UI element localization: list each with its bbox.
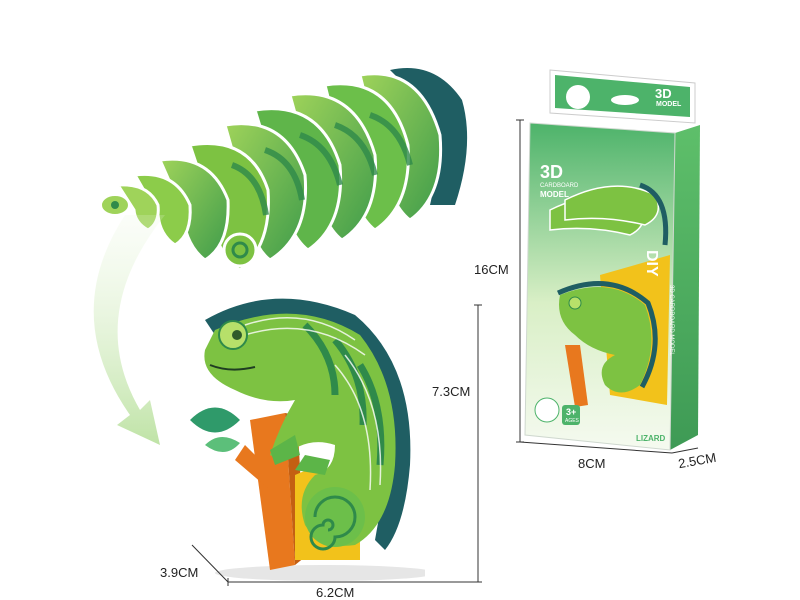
lizard-label: LIZARD	[636, 434, 666, 443]
model-height-label: 7.3CM	[432, 384, 471, 399]
box-height-label: 16CM	[474, 262, 509, 277]
age-badge: 3+	[566, 407, 577, 417]
side-diy-text: DIY	[643, 250, 660, 277]
front-3d-text: 3D	[540, 162, 564, 182]
age-sub-text: AGES	[565, 418, 579, 424]
assembly-arrow	[93, 215, 165, 445]
model-depth-label: 3.9CM	[160, 565, 199, 580]
tab-3d-text: 3D	[655, 86, 672, 101]
front-cardboard-text: CARDBOARD	[540, 183, 579, 189]
box-width-label: 8CM	[578, 456, 606, 471]
tab-model-text: MODEL	[656, 101, 682, 108]
side-subtitle-text: 3D CARDBOARD MODEL	[668, 285, 674, 356]
assembled-chameleon-model	[190, 298, 425, 581]
exploded-layers-illustration	[100, 68, 468, 272]
product-box	[524, 69, 700, 451]
front-model-text: MODEL	[540, 190, 569, 199]
model-width-label: 6.2CM	[316, 585, 355, 600]
